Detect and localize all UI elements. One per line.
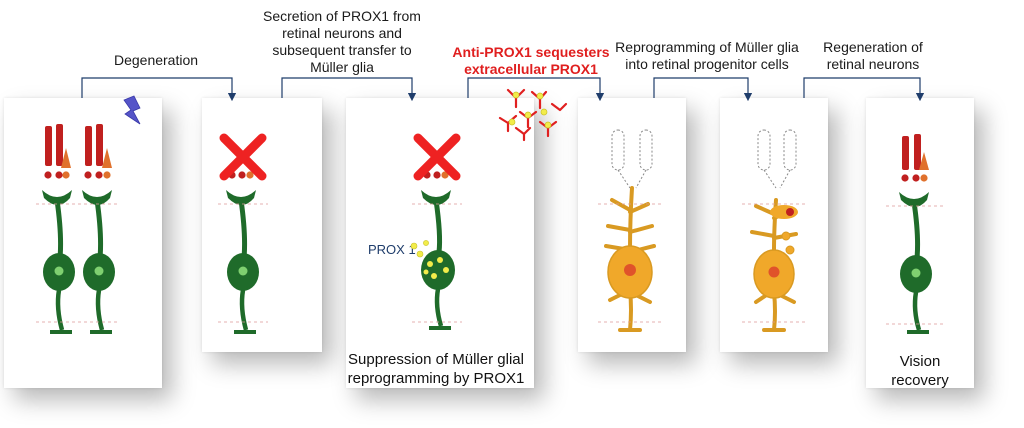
- healthy-column-1: [42, 124, 75, 334]
- muller-glia-cell: [604, 129, 656, 332]
- step-label-reprogramming: Reprogramming of Müller glia into retina…: [615, 39, 799, 72]
- panel-healthy: [4, 98, 162, 388]
- antibody-cluster: [498, 88, 568, 142]
- healthy-column-2: [82, 124, 115, 334]
- cross-icon: [219, 133, 267, 181]
- degenerated-column: [219, 133, 267, 334]
- regenerated-column: [899, 134, 932, 334]
- cross-icon: [413, 133, 461, 181]
- lightning-icon: [123, 95, 141, 125]
- step-label-anti-prox1: Anti-PROX1 sequesters extracellular PROX…: [452, 44, 610, 77]
- step-label-degeneration: Degeneration: [113, 52, 199, 68]
- limiting-membrane-lines: [36, 203, 946, 325]
- step-label-regeneration: Regeneration of retinal neurons: [823, 39, 923, 72]
- step-label-secretion: Secretion of PROX1 from retinal neurons …: [263, 8, 421, 75]
- prox1-transfer-column: [410, 133, 461, 330]
- suppression-label: Suppression of Müller glial reprogrammin…: [347, 351, 525, 387]
- prox1-label: PROX 1: [368, 242, 416, 257]
- progenitor-cell: [750, 129, 798, 332]
- prox1-particles: [508, 91, 552, 129]
- vision-recovery-label: Vision recovery: [891, 353, 949, 389]
- step-arrows: [81, 77, 925, 102]
